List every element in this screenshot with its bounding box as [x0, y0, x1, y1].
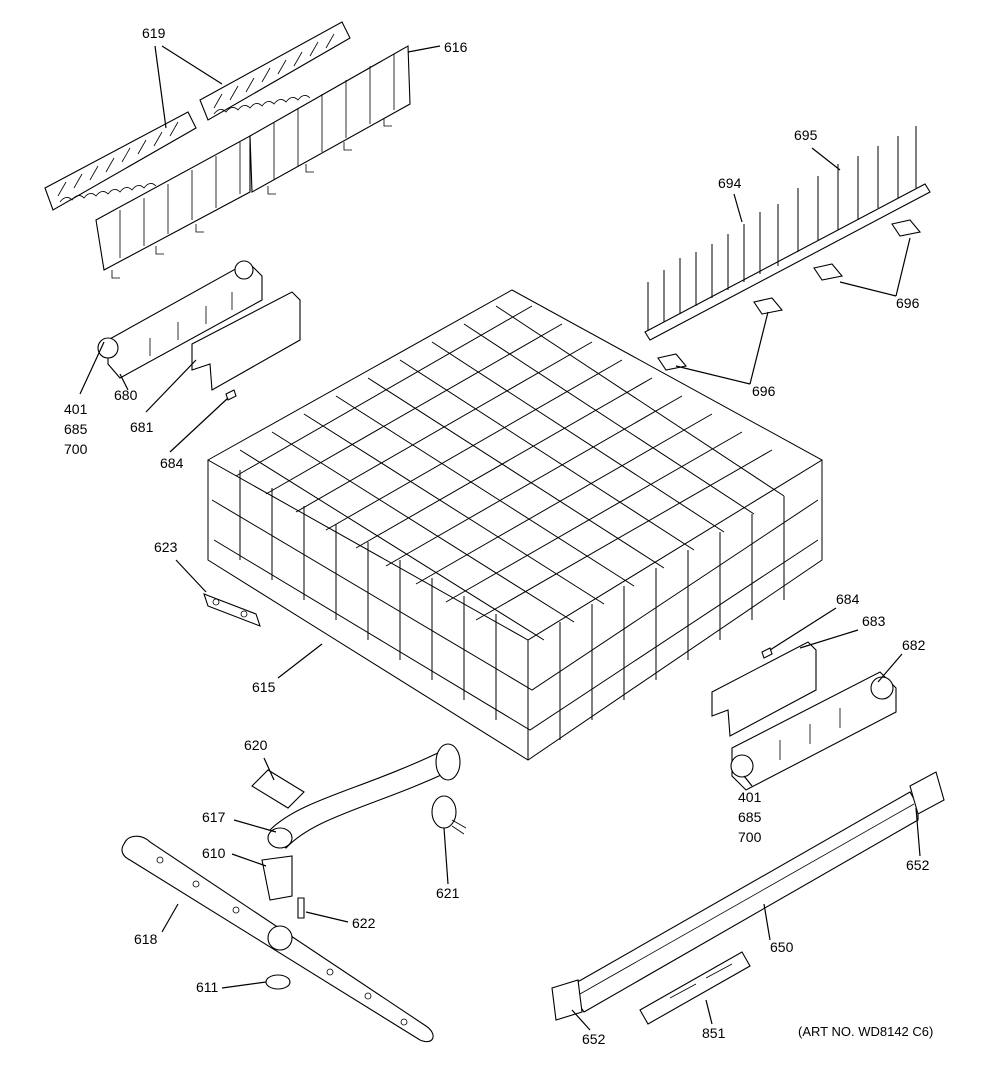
art-number: (ART NO. WD8142 C6)	[798, 1024, 933, 1039]
part-619-tine-row-right	[199, 21, 351, 121]
part-622-screw	[297, 897, 305, 919]
part-611-seal	[265, 974, 291, 990]
part-851-slide	[639, 951, 751, 1025]
callout-619: 619	[142, 25, 166, 41]
part-696-clip-c	[813, 263, 844, 281]
callout-684-right: 684	[836, 591, 860, 607]
part-623-clip	[203, 593, 261, 627]
callout-695: 695	[794, 127, 818, 143]
callout-611: 611	[196, 979, 219, 995]
callout-700-left: 700	[64, 441, 88, 457]
part-618-spray-arm	[121, 835, 434, 1043]
callout-685-right: 685	[738, 809, 762, 825]
callout-401-right: 401	[738, 789, 762, 805]
part-620-cap	[251, 769, 305, 809]
part-616-side-panel	[95, 45, 411, 279]
part-696-clip-d	[891, 219, 922, 237]
part-682-adjuster-right	[730, 671, 897, 791]
callout-401-left: 401	[64, 401, 88, 417]
callout-696-upper: 696	[896, 295, 920, 311]
callout-682: 682	[902, 637, 926, 653]
part-683-bracket-right	[711, 641, 817, 737]
part-650-slide-rail	[573, 791, 919, 1013]
part-652-end-cap-right	[909, 771, 945, 815]
callout-696-lower: 696	[752, 383, 776, 399]
callout-623: 623	[154, 539, 178, 555]
callout-617: 617	[202, 809, 226, 825]
callout-681: 681	[130, 419, 154, 435]
callout-685-left: 685	[64, 421, 88, 437]
part-696-clip-a	[657, 353, 688, 371]
callout-621: 621	[436, 885, 460, 901]
callout-652-left: 652	[582, 1031, 606, 1047]
part-652-end-cap-left	[551, 979, 583, 1021]
part-681-bracket-left	[191, 291, 301, 391]
part-621-clamp	[431, 795, 467, 835]
callout-622: 622	[352, 915, 376, 931]
callout-683: 683	[862, 613, 886, 629]
callout-694: 694	[718, 175, 742, 191]
callout-680: 680	[114, 387, 138, 403]
callout-684-left: 684	[160, 455, 184, 471]
callout-650: 650	[770, 939, 794, 955]
callout-700-right: 700	[738, 829, 762, 845]
callout-616: 616	[444, 39, 468, 55]
part-610-connector	[261, 855, 293, 901]
callout-652-right: 652	[906, 857, 930, 873]
callout-620: 620	[244, 737, 268, 753]
part-680-adjuster-left	[97, 260, 263, 379]
callout-labels: 619 616 695 694 696 696 401 685 700 680 …	[64, 25, 933, 1047]
part-684-screw-right	[761, 647, 773, 659]
part-619-tine-row-left	[44, 111, 197, 211]
callout-610: 610	[202, 845, 226, 861]
part-696-clip-b	[753, 297, 784, 315]
callout-618: 618	[134, 931, 158, 947]
callout-851: 851	[702, 1025, 726, 1041]
part-617-supply-tube	[267, 743, 461, 849]
callout-615: 615	[252, 679, 276, 695]
part-615-upper-rack	[206, 289, 823, 761]
part-694-695-tine-assembly	[644, 126, 931, 341]
leader-lines	[79, 45, 921, 1031]
